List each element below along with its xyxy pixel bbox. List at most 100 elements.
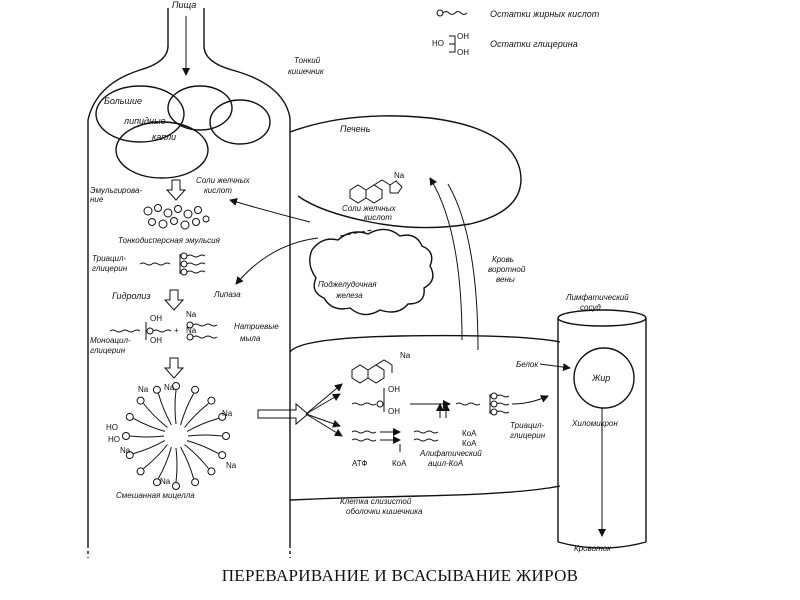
label-pancreas-1: Поджелудочная [318,280,377,289]
micelle-head [152,385,161,394]
label-koa: КоА [392,459,407,468]
label-atp: АТФ [352,459,367,468]
label-liver: Печень [340,124,371,134]
hydrolysis-arrow [163,289,185,311]
micelle-head [136,396,145,405]
micelle-tail [174,389,177,425]
split-arrows [305,383,343,437]
micelle-na-6: Na [160,477,171,486]
micelle-arrow [163,357,185,379]
label-triacyl-cell-1: Триацил- [510,421,545,430]
label-portal-3: вены [496,275,515,284]
cell-fatty-acids [351,403,450,452]
label-lymph-1: Лимфатический [565,293,629,302]
mucosa-cell: Клетка слизистой оболочки кишечника [289,334,561,516]
cell-monoacylglycerol [351,388,385,412]
glycerol-head-icon [436,9,444,17]
label-sodium-2: мыла [240,334,261,343]
na-soap-1: Na [186,310,197,319]
micelle-tail [143,403,168,428]
label-mixed-micelle: Смешанная мицелла [116,491,195,500]
bile-salt-molecule-liver [349,179,403,204]
legend-ho: HO [432,39,444,48]
bile-to-intestine-arrow [229,198,311,223]
label-emulsify-1: Эмульгирова- [90,186,142,195]
micelle-head [207,396,216,405]
cell-triacylglycerol [410,392,549,416]
label-food: Пища [172,0,196,10]
label-bile-salts-2: кислот [204,186,232,195]
label-lymph-2: сосуд [580,303,601,312]
label-sodium-1: Натриевые [234,322,279,331]
micelle-tail [133,417,166,432]
legend-oh-2: OH [457,48,469,57]
na-soap-2: Na [186,326,197,335]
cell-na: Na [400,351,411,360]
chylomicron-particle [573,347,635,409]
label-fine-emulsion: Тонкодисперсная эмульсия [118,236,221,245]
label-triacyl-1: Триацил- [92,254,127,263]
lymphatic-vessel: Лимфатический сосуд Жир Хиломикрон Крово… [557,293,647,553]
label-triacyl-cell-2: глицерин [510,431,546,440]
micelle-tail [157,446,172,479]
label-bile-liver-2: кислот [364,213,392,222]
label-aliphatic-1: Алифатический [419,449,482,458]
koa-1: КоА [462,429,477,438]
micelle-tail [143,444,168,469]
legend-glycerol: Остатки глицерина [490,39,578,49]
micelle-head [172,382,180,390]
label-big-1: Большие [104,96,142,106]
label-pancreas-2: железа [335,291,363,300]
label-big-2: липидные [123,116,166,126]
micelle-head [125,451,134,460]
label-portal-1: Кровь [492,255,514,264]
label-small-intestine-1: Тонкий [294,56,321,65]
micelle-na-1: Na [138,385,149,394]
fatty-acid-tail-icon [442,11,468,15]
micelle-tail [184,403,209,428]
label-cell-1: Клетка слизистой [340,497,412,506]
label-bile-liver-1: Соли желчных [342,204,397,213]
portal-vein: Кровь воротной вены [429,177,526,351]
micelle-ho-1: HO [106,423,118,432]
label-big-3: капли [152,132,176,142]
label-monoacyl-1: Моноацил- [90,336,131,345]
micelle-head [136,467,145,476]
micelle-head [218,412,227,421]
label-aliphatic-2: ацил-КоА [428,459,463,468]
label-monoacyl-2: глицерин [90,346,126,355]
micelle-tail [180,393,195,426]
micelle-tail [175,447,178,483]
pancreatic-duct [339,229,373,237]
label-to-blood: Кровоток [574,544,612,553]
figure-caption: ПЕРЕВАРИВАНИЕ И ВСАСЫВАНИЕ ЖИРОВ [221,566,579,585]
label-lipase: Липаза [213,290,241,299]
micelle-head [125,412,134,421]
label-small-intestine-2: кишечник [288,67,325,76]
small-intestine: Пища Тонкий кишечник [87,0,325,558]
micelle-na-2: Na [164,383,175,392]
liver: Печень [289,115,522,229]
micelle-na-3: Na [222,409,233,418]
pancreas: Поджелудочная железа [309,228,434,316]
micelle-na-5: Na [226,461,237,470]
micelle-head [207,467,216,476]
legend-oh-1: OH [457,32,469,41]
micelle-tail [180,446,195,479]
monoacylglycerol-molecule [109,322,172,340]
micelle-tail [184,444,209,469]
micelle-tail [186,417,219,432]
label-triacyl-2: глицерин [92,264,128,273]
micelle-head [222,432,230,440]
micelle-ho-2: HO [108,435,120,444]
micelle-head [191,478,200,487]
protein-arrow [539,363,571,372]
mono-oh-2: OH [150,336,162,345]
mixed-micelle [122,382,230,490]
cell-oh-2: OH [388,407,400,416]
label-hydrolysis: Гидролиз [112,291,151,301]
sodium-soaps [186,321,218,341]
triacylglycerol-molecule [139,252,206,276]
fine-emulsion-droplets [143,204,210,230]
